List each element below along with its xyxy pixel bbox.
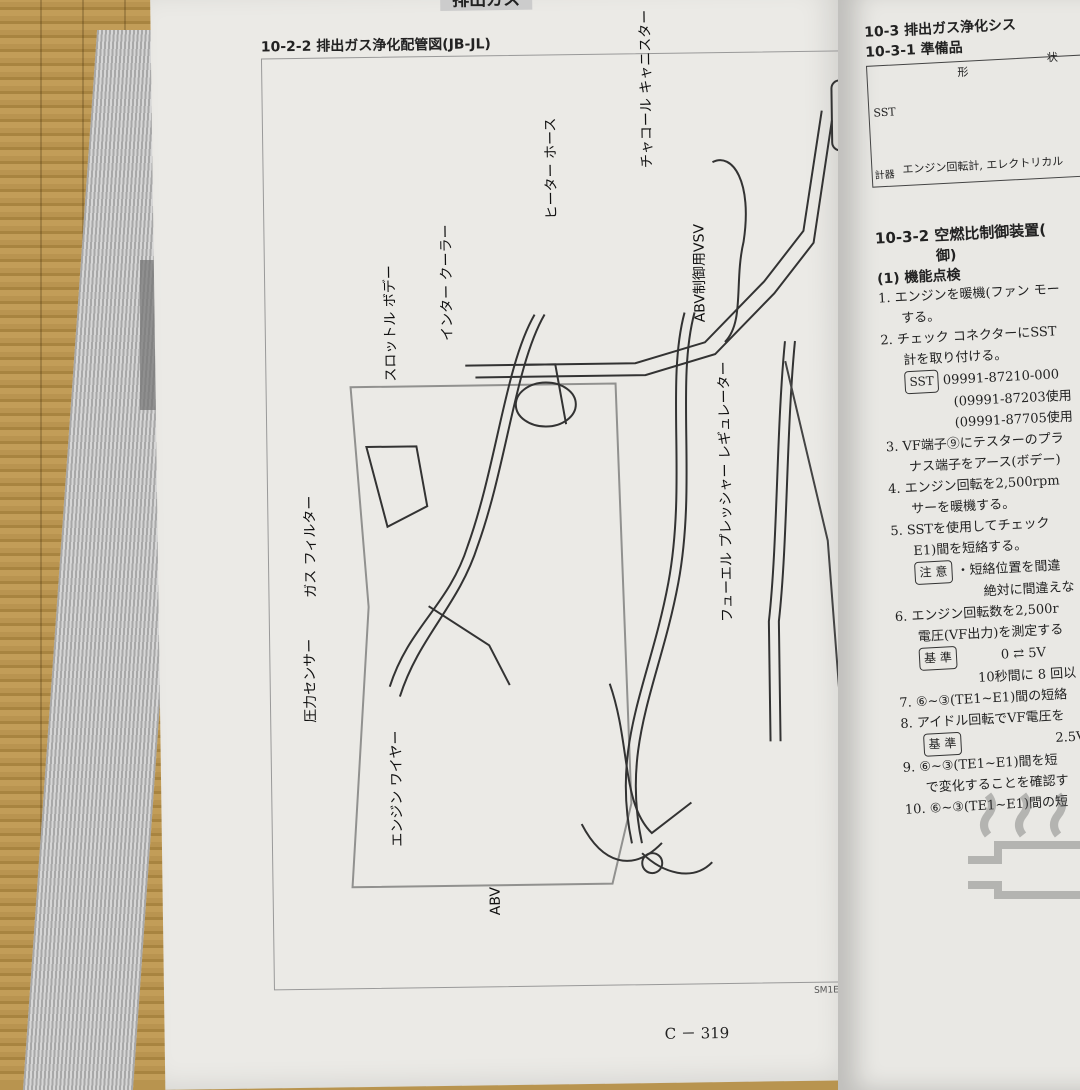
row-sst: SST — [873, 105, 896, 120]
col-header-1: 形 — [957, 65, 969, 80]
right-page: 10-3 排出ガス浄化シス 10-3-1 準備品 形 状 SST 計器 エンジン… — [838, 0, 1080, 1090]
caution-line: ・短絡位置を間違 — [956, 558, 1061, 579]
sst-badge: SST — [904, 369, 940, 395]
caution-badge: 注 意 — [914, 560, 953, 586]
label-charcoal-canister: チャコール キャニスター — [637, 9, 656, 169]
exhaust-piping-diagram — [349, 79, 874, 889]
label-abv-vsv: ABV制御用VSV — [691, 223, 709, 323]
standard-badge: 基 準 — [923, 731, 962, 757]
tool-table: 形 状 SST 計器 エンジン回転計, エレクトリカル — [865, 50, 1080, 188]
label-heater-hose: ヒーター ホース — [542, 117, 561, 220]
label-fuel-pressure-regulator: フューエル プレッシャー レギュレーター — [716, 361, 736, 623]
standard-badge: 基 準 — [918, 645, 958, 671]
exhaust-symbol-icon — [968, 792, 1080, 899]
label-throttle-body: スロットル ボデー — [381, 265, 400, 382]
label-intercooler: インター クーラー — [438, 224, 456, 341]
row-meter: 計器 — [874, 169, 896, 182]
meter-text: エンジン回転計, エレクトリカル — [902, 154, 1064, 177]
sst-number: 09991-87210-000 — [942, 367, 1060, 389]
left-page: 排出ガス 10-2-2 排出ガス浄化配管図(JB-JL) 圧力センサー ガス フ… — [150, 0, 874, 1090]
standard-value: 2.5V — [1055, 729, 1080, 746]
label-pressure-sensor: 圧力センサー — [302, 638, 320, 723]
standard-value: 0 ⇄ 5V — [1000, 645, 1047, 663]
page-number: C － 319 — [664, 1024, 730, 1043]
label-abv: ABV — [487, 886, 504, 916]
label-engine-wire: エンジン ワイヤー — [388, 730, 406, 847]
label-gas-filter: ガス フィルター — [302, 495, 320, 598]
col-header-2: 状 — [1046, 50, 1059, 65]
